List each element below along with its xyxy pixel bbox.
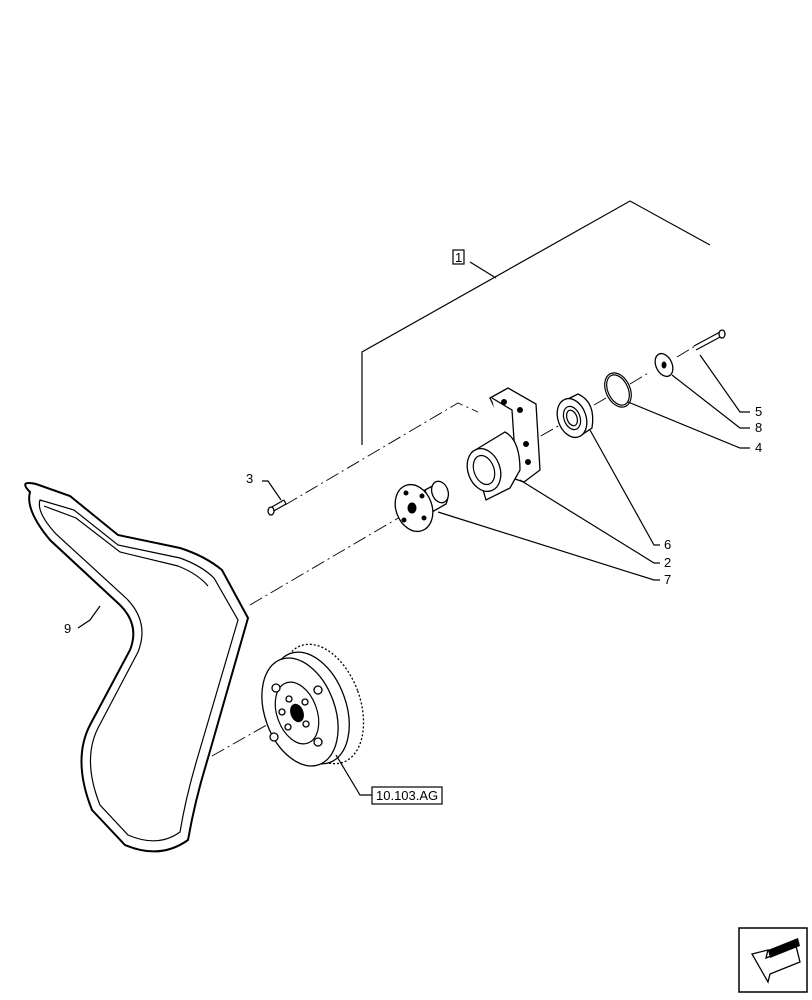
callout-8: 8 bbox=[755, 420, 762, 435]
callout-6: 6 bbox=[664, 537, 671, 552]
callout-1: 1 bbox=[455, 250, 462, 265]
callout-3: 3 bbox=[246, 471, 253, 486]
callout-5: 5 bbox=[755, 404, 762, 419]
callout-7: 7 bbox=[664, 572, 671, 587]
assembly-bracket bbox=[361, 200, 711, 445]
callout-2: 2 bbox=[664, 555, 671, 570]
next-page-arrow-icon[interactable] bbox=[738, 927, 808, 993]
tensioner-bracket-part bbox=[466, 387, 541, 501]
crankshaft-pulley bbox=[261, 643, 365, 767]
hub-part bbox=[394, 480, 450, 533]
reference-label: 10.103.AG bbox=[376, 788, 438, 803]
callout-4: 4 bbox=[755, 440, 762, 455]
drive-belt bbox=[24, 482, 250, 853]
leader-lines bbox=[77, 354, 750, 796]
snap-ring-part bbox=[604, 372, 632, 408]
axis-lines bbox=[211, 345, 696, 757]
pin-part bbox=[693, 329, 726, 351]
callout-9: 9 bbox=[64, 621, 71, 636]
washer-part bbox=[654, 352, 674, 378]
callout-labels: 1 3 5 8 4 6 2 7 9 10.103.AG bbox=[64, 249, 762, 805]
screw-part bbox=[267, 499, 287, 516]
bearing-part bbox=[556, 393, 594, 439]
